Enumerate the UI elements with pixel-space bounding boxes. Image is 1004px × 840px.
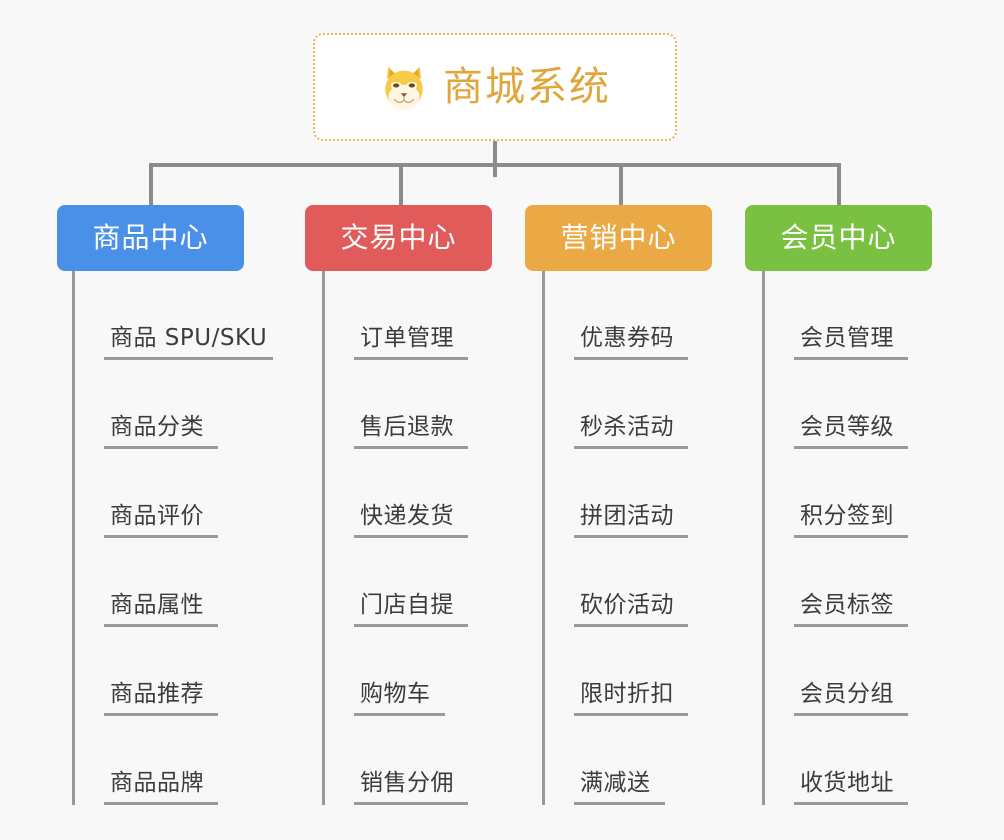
leaf-label: 购物车 xyxy=(354,682,445,716)
connector-drop-4 xyxy=(837,163,841,207)
leaf-label: 满减送 xyxy=(574,771,665,805)
leaf-label: 优惠券码 xyxy=(574,326,688,360)
leaf-item[interactable]: 售后退款 xyxy=(322,360,522,449)
leaf-label: 商品品牌 xyxy=(104,771,218,805)
leaf-item[interactable]: 快递发货 xyxy=(322,449,522,538)
leaf-label: 砍价活动 xyxy=(574,593,688,627)
leaf-item[interactable]: 会员标签 xyxy=(762,538,962,627)
leaf-item[interactable]: 商品分类 xyxy=(72,360,272,449)
leaf-label: 售后退款 xyxy=(354,415,468,449)
leaf-label: 商品推荐 xyxy=(104,682,218,716)
leaf-item[interactable]: 商品属性 xyxy=(72,538,272,627)
column-spine xyxy=(762,271,765,805)
category-label: 商品中心 xyxy=(92,221,209,254)
leaf-column-交易中心: 订单管理 售后退款 快递发货 门店自提 购物车 销售分佣 xyxy=(322,271,522,805)
leaf-item[interactable]: 秒杀活动 xyxy=(542,360,742,449)
leaf-label: 收货地址 xyxy=(794,771,908,805)
category-label: 交易中心 xyxy=(340,221,457,254)
leaf-label: 商品分类 xyxy=(104,415,218,449)
connector-drop-1 xyxy=(149,163,153,207)
leaf-column-会员中心: 会员管理 会员等级 积分签到 会员标签 会员分组 收货地址 xyxy=(762,271,962,805)
leaf-item[interactable]: 订单管理 xyxy=(322,271,522,360)
connector-drop-3 xyxy=(619,163,623,207)
leaf-item[interactable]: 购物车 xyxy=(322,627,522,716)
category-label: 会员中心 xyxy=(780,221,897,254)
category-box-会员中心[interactable]: 会员中心 xyxy=(745,205,932,271)
leaf-item[interactable]: 砍价活动 xyxy=(542,538,742,627)
leaf-label: 积分签到 xyxy=(794,504,908,538)
leaf-label: 门店自提 xyxy=(354,593,468,627)
leaf-item[interactable]: 商品品牌 xyxy=(72,716,272,805)
leaf-item[interactable]: 销售分佣 xyxy=(322,716,522,805)
leaf-label: 会员管理 xyxy=(794,326,908,360)
leaf-label: 会员标签 xyxy=(794,593,908,627)
root-node-商城系统[interactable]: 商城系统 xyxy=(313,33,677,141)
leaf-label: 商品 SPU/SKU xyxy=(104,326,274,360)
category-box-营销中心[interactable]: 营销中心 xyxy=(525,205,712,271)
leaf-label: 销售分佣 xyxy=(354,771,468,805)
connector-drop-2 xyxy=(399,163,403,207)
root-title: 商城系统 xyxy=(443,64,611,110)
leaf-label: 会员等级 xyxy=(794,415,908,449)
leaf-item[interactable]: 拼团活动 xyxy=(542,449,742,538)
leaf-label: 商品评价 xyxy=(104,504,218,538)
leaf-item[interactable]: 限时折扣 xyxy=(542,627,742,716)
leaf-label: 秒杀活动 xyxy=(574,415,688,449)
category-box-商品中心[interactable]: 商品中心 xyxy=(57,205,244,271)
column-spine xyxy=(542,271,545,805)
leaf-item[interactable]: 收货地址 xyxy=(762,716,962,805)
connector-root-stem xyxy=(493,141,497,177)
leaf-label: 订单管理 xyxy=(354,326,468,360)
leaf-item[interactable]: 商品推荐 xyxy=(72,627,272,716)
leaf-item[interactable]: 商品评价 xyxy=(72,449,272,538)
connector-horizontal-bus xyxy=(149,163,839,167)
leaf-item[interactable]: 优惠券码 xyxy=(542,271,742,360)
leaf-item[interactable]: 满减送 xyxy=(542,716,742,805)
category-label: 营销中心 xyxy=(560,221,677,254)
leaf-label: 限时折扣 xyxy=(574,682,688,716)
leaf-item[interactable]: 会员分组 xyxy=(762,627,962,716)
leaf-column-商品中心: 商品 SPU/SKU 商品分类 商品评价 商品属性 商品推荐 商品品牌 xyxy=(72,271,274,805)
leaf-label: 商品属性 xyxy=(104,593,218,627)
leaf-item[interactable]: 会员管理 xyxy=(762,271,962,360)
leaf-label: 会员分组 xyxy=(794,682,908,716)
column-spine xyxy=(72,271,75,805)
column-spine xyxy=(322,271,325,805)
category-box-交易中心[interactable]: 交易中心 xyxy=(305,205,492,271)
leaf-label: 拼团活动 xyxy=(574,504,688,538)
leaf-item[interactable]: 会员等级 xyxy=(762,360,962,449)
leaf-item[interactable]: 积分签到 xyxy=(762,449,962,538)
leaf-item[interactable]: 门店自提 xyxy=(322,538,522,627)
leaf-item[interactable]: 商品 SPU/SKU xyxy=(72,271,274,360)
leaf-column-营销中心: 优惠券码 秒杀活动 拼团活动 砍价活动 限时折扣 满减送 xyxy=(542,271,742,805)
leaf-label: 快递发货 xyxy=(354,504,468,538)
shiba-dog-face-icon xyxy=(385,66,423,111)
